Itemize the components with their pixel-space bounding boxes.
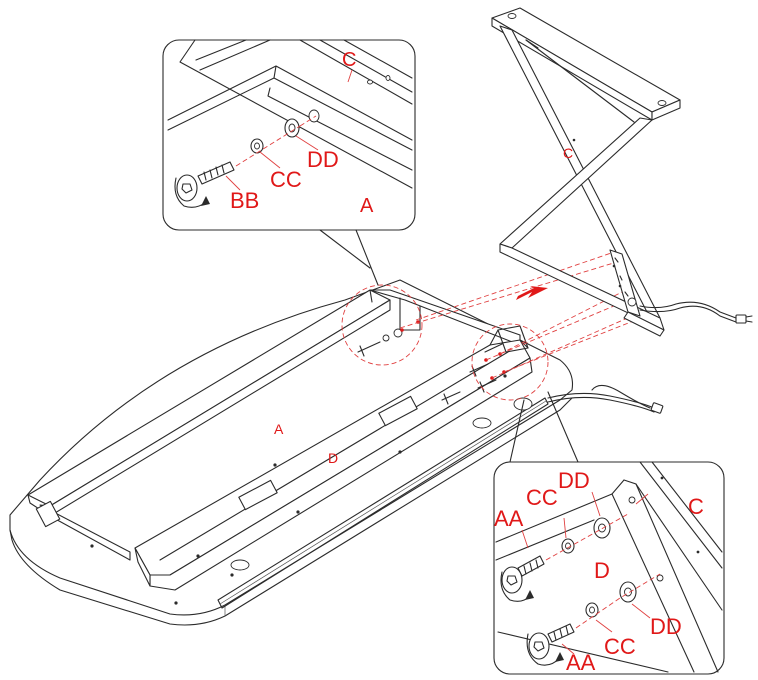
leg-cable (639, 301, 753, 324)
leg-label-c: C (563, 145, 573, 161)
alignment-guides (399, 249, 637, 379)
bolt-icon (501, 555, 545, 594)
inset2-label-aa-bottom: AA (566, 650, 596, 675)
bolt-icon (176, 161, 235, 202)
inset1-label-a: A (360, 195, 374, 217)
inset1-label-cc: CC (270, 167, 302, 192)
desktop-label-a: A (274, 421, 284, 437)
inset2-label-dd-top: DD (558, 468, 590, 493)
direction-arrow-icon (516, 286, 548, 300)
inset2-label-aa-top: AA (494, 506, 524, 531)
rotation-arrow-icon (500, 571, 534, 602)
desktop-cable (547, 384, 664, 414)
leg-frame-c (491, 7, 681, 337)
inset1-label-dd: DD (307, 147, 339, 172)
crossbar-label-d: D (328, 450, 338, 466)
desktop-panel (9, 279, 574, 626)
washer-icon (250, 138, 264, 154)
bolt-icon (528, 623, 575, 660)
main-fasteners (357, 320, 506, 405)
inset2-label-d: D (594, 558, 610, 583)
callout-circle-left (341, 284, 423, 366)
crossbar-d (134, 325, 533, 591)
flat-washer-icon (593, 517, 611, 539)
callout-circle-right (471, 323, 549, 401)
inset-top-left: C DD CC BB A (162, 39, 416, 286)
inset2-label-c: C (688, 494, 704, 519)
rotation-arrow-icon (174, 177, 210, 208)
inset-bottom-right: C D AA CC DD DD CC AA (493, 391, 725, 675)
flat-washer-icon (619, 581, 637, 603)
washer-icon (585, 602, 599, 618)
inset2-label-cc-top: CC (526, 485, 558, 510)
rotation-arrow-icon (526, 633, 564, 666)
inset2-label-dd-bottom: DD (650, 614, 682, 639)
inset1-label-bb: BB (230, 188, 259, 213)
inset1-label-c: C (342, 49, 356, 71)
washer-icon (561, 538, 575, 554)
inset2-label-cc-bottom: CC (604, 634, 636, 659)
